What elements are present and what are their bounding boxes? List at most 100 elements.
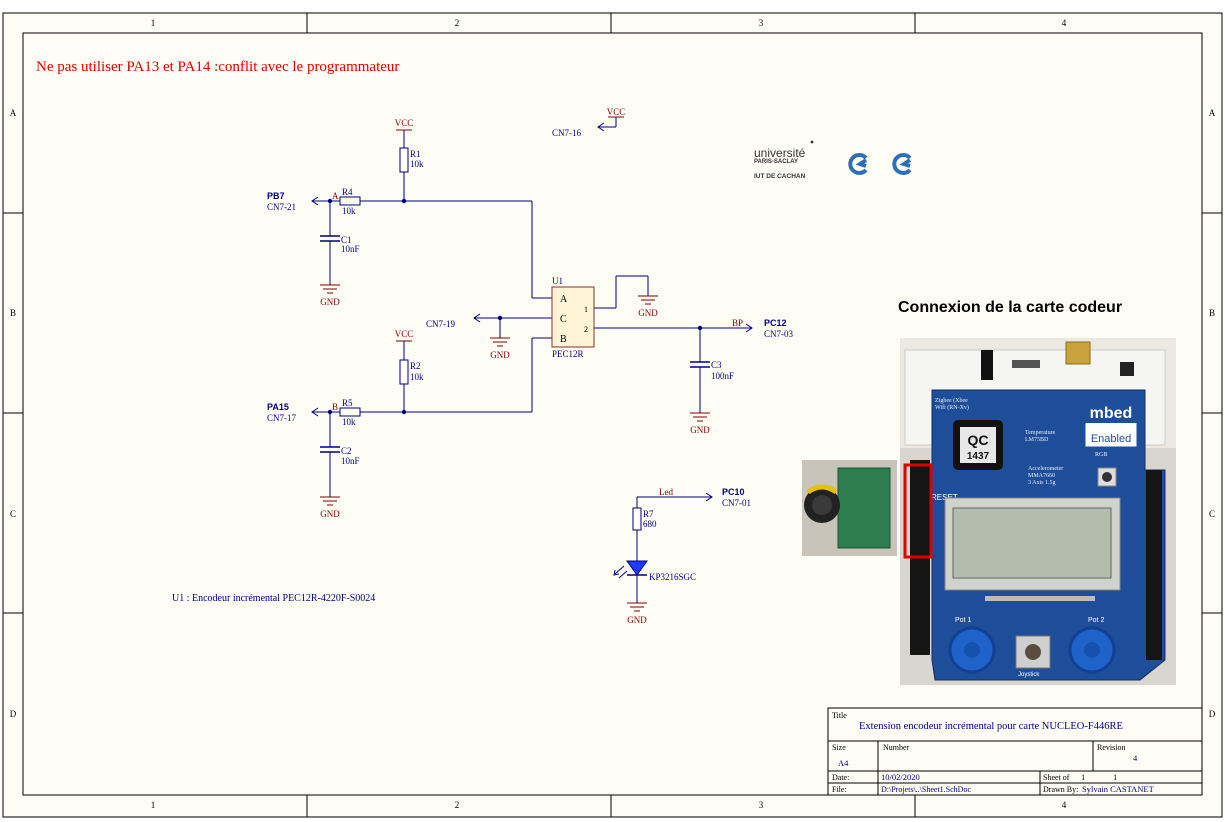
cs-logos	[848, 153, 912, 175]
gnd-labels: GND GND GND GND GND GND	[320, 297, 710, 625]
tb-drawn-by: Sylvain CASTANET	[1082, 784, 1155, 794]
r1-ref: R1	[410, 149, 421, 159]
gnd-label-u1c: GND	[490, 350, 510, 360]
vcc-label-1: VCC	[395, 118, 414, 128]
port-pc12: PC12	[764, 318, 787, 328]
tb-sheet-num: 1	[1081, 772, 1085, 782]
tb-sheet-label: Sheet of	[1043, 773, 1070, 782]
u1-pin-1: 1	[584, 305, 588, 314]
accel-chip-label: MMA7660	[1028, 473, 1055, 479]
wires	[312, 117, 752, 603]
tb-date-label: Date:	[832, 773, 849, 782]
port-arrows	[311, 122, 753, 502]
vcc-label-2: VCC	[395, 329, 414, 339]
tb-sheet-total: 1	[1113, 772, 1117, 782]
c1-value: 10nF	[341, 244, 360, 254]
usb-connector	[1065, 341, 1091, 365]
accel-range-label: 3 Axis 1.5g	[1028, 480, 1056, 486]
tb-drawn-label: Drawn By:	[1043, 785, 1078, 794]
row-label-a-right: A	[1209, 108, 1216, 118]
c3-value: 100nF	[711, 371, 734, 381]
u1-body	[551, 286, 595, 348]
component-labels: R1 10k R4 10k C 1 10nF R2 10k R5 10k C2 1…	[341, 149, 734, 582]
title-block-values: Extension encodeur incrémental pour cart…	[838, 721, 1155, 794]
qc-num: 1437	[967, 451, 990, 462]
r4-value: 10k	[342, 206, 356, 216]
col-label-3: 3	[759, 18, 764, 28]
warning-text: Ne pas utiliser PA13 et PA14 :conflit av…	[36, 59, 399, 75]
resistors	[339, 147, 642, 531]
logo-line3: IUT DE CACHAN	[754, 173, 806, 180]
board-photo: mbed Enabled QC 1437 Zigbee (Xbee Wifi (…	[900, 338, 1176, 685]
port-cn7-19: CN7-19	[426, 319, 455, 329]
r5-value: 10k	[342, 417, 356, 427]
c2-value: 10nF	[341, 456, 360, 466]
u1-pin-b: B	[560, 334, 567, 345]
col-label-1-bottom: 1	[151, 800, 156, 810]
mbed-enabled-text: Enabled	[1091, 433, 1131, 445]
vcc-label-3: VCC	[607, 107, 626, 117]
tb-size: A4	[838, 758, 849, 768]
cs-logo-icon-2	[892, 153, 912, 175]
col-label-4: 4	[1062, 18, 1067, 28]
wifi-label: Wifi (RN-Xv)	[935, 404, 969, 411]
r4-ref: R4	[342, 187, 353, 197]
zigbee-label: Zigbee (Xbee	[935, 397, 968, 404]
temp-label: Temperature	[1025, 430, 1056, 436]
vcc-labels: VCC VCC VCC	[395, 107, 626, 339]
row-label-c: C	[10, 509, 16, 519]
u1-pin-a: A	[560, 294, 568, 305]
c2-ref: C2	[341, 446, 352, 456]
rgb-label: RGB	[1095, 452, 1107, 458]
resistor-r5	[339, 407, 361, 417]
gnd-label-led: GND	[627, 615, 647, 625]
gnd-label-c1: GND	[320, 297, 340, 307]
r2-ref: R2	[410, 361, 421, 371]
logo-line1: université	[754, 146, 806, 160]
frame-labels: 1 2 3 4 1 2 3 4 A B C D A B C D	[10, 18, 1216, 810]
led-symbol	[613, 560, 648, 579]
port-pa15-pin: CN7-17	[267, 413, 296, 423]
port-pb7-pin: CN7-21	[267, 202, 296, 212]
gnd-label-u1-1: GND	[638, 308, 658, 318]
u1-value: PEC12R	[552, 349, 584, 359]
pot2-label: Pot 2	[1088, 617, 1104, 624]
frame-dividers	[3, 13, 1222, 817]
led-value: KP3216SGC	[649, 572, 696, 582]
highlight-box	[903, 463, 933, 559]
vcc-symbols	[396, 116, 624, 342]
university-logo: université PARIS-SACLAY IUT DE CACHAN	[754, 140, 814, 180]
temp-chip-label: LM75BD	[1025, 437, 1049, 443]
title-block-labels: Title Size Number Revision Date: File: S…	[832, 711, 1125, 794]
r1-value: 10k	[410, 159, 424, 169]
row-label-b-right: B	[1209, 308, 1215, 318]
encoder-pcb	[837, 467, 891, 549]
net-a: A	[332, 191, 339, 201]
col-label-2: 2	[455, 18, 460, 28]
port-pc12-pin: CN7-03	[764, 329, 793, 339]
resistor-r7	[632, 507, 642, 531]
reset-label: RESET	[931, 493, 958, 502]
col-label-4-bottom: 4	[1062, 800, 1067, 810]
row-label-b: B	[10, 308, 16, 318]
joystick-label: Joystick	[1018, 672, 1040, 678]
u1-pin-c: C	[560, 314, 567, 325]
net-led: Led	[659, 487, 673, 497]
r5-ref: R5	[342, 398, 353, 408]
tb-file-label: File:	[832, 785, 847, 794]
row-label-d-right: D	[1209, 709, 1216, 719]
qc-text: QC	[968, 432, 989, 448]
resistor-r2	[399, 359, 409, 385]
title-block	[827, 707, 1203, 796]
u1-pin-2: 2	[584, 325, 588, 334]
u1-ref: U1	[552, 276, 563, 286]
port-pc10-pin: CN7-01	[722, 498, 751, 508]
net-bp: BP	[732, 318, 743, 328]
gnd-label-c3: GND	[690, 425, 710, 435]
logo-line2: PARIS-SACLAY	[754, 159, 798, 165]
c3-ref: C3	[711, 360, 722, 370]
net-labels: A B BP Led	[332, 191, 743, 497]
row-label-c-right: C	[1209, 509, 1215, 519]
r2-value: 10k	[410, 372, 424, 382]
lcd-screen	[952, 507, 1112, 579]
